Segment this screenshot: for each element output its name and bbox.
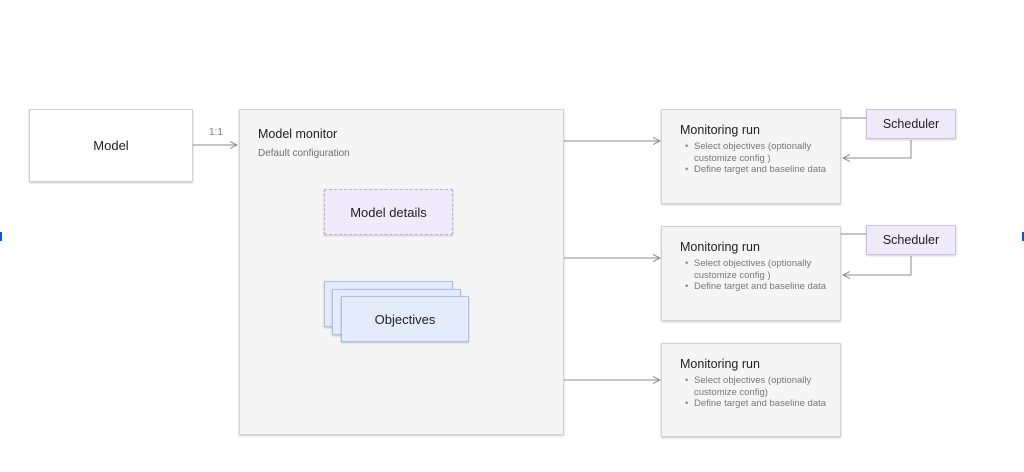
scheduler-1-label: Scheduler	[882, 117, 940, 131]
monitoring-run-1-bullets: Select objectives (optionally customize …	[679, 141, 839, 176]
model-monitor-box[interactable]: Model monitor Default configuration	[239, 109, 564, 435]
list-item: Define target and baseline data	[679, 164, 839, 176]
ratio-label: 1:1	[209, 127, 223, 138]
monitoring-run-2[interactable]: Monitoring run Select objectives (option…	[661, 226, 841, 321]
list-item: Define target and baseline data	[679, 281, 839, 293]
scheduler-2-to-run-arrow	[843, 256, 912, 275]
model-box[interactable]: Model	[29, 109, 193, 182]
scheduler-2-label: Scheduler	[882, 233, 940, 247]
model-details-label: Model details	[350, 204, 427, 220]
model-monitor-subtitle: Default configuration	[258, 148, 350, 159]
scheduler-1-box[interactable]: Scheduler	[866, 109, 956, 139]
objectives-label: Objectives	[374, 311, 436, 327]
model-monitor-title: Model monitor	[258, 127, 338, 141]
monitoring-run-1-title: Monitoring run	[680, 123, 760, 137]
model-details-box[interactable]: Model details	[324, 189, 453, 235]
model-label: Model	[93, 138, 129, 153]
scheduler-2-box[interactable]: Scheduler	[866, 225, 956, 255]
monitoring-run-3-bullets: Select objectives (optionally customize …	[679, 375, 839, 410]
monitoring-run-1[interactable]: Monitoring run Select objectives (option…	[661, 109, 841, 204]
scheduler-1-to-run-arrow	[843, 140, 912, 158]
monitoring-run-2-bullets: Select objectives (optionally customize …	[679, 258, 839, 293]
list-item: Define target and baseline data	[679, 398, 839, 410]
right-edge-marker	[1022, 232, 1024, 241]
list-item: Select objectives (optionally customize …	[679, 375, 839, 398]
monitoring-run-2-title: Monitoring run	[680, 240, 760, 254]
left-edge-marker	[0, 232, 2, 241]
objectives-box[interactable]: Objectives	[341, 296, 469, 342]
monitoring-run-3-title: Monitoring run	[680, 357, 760, 371]
monitoring-run-3[interactable]: Monitoring run Select objectives (option…	[661, 343, 841, 437]
list-item: Select objectives (optionally customize …	[679, 258, 839, 281]
list-item: Select objectives (optionally customize …	[679, 141, 839, 164]
